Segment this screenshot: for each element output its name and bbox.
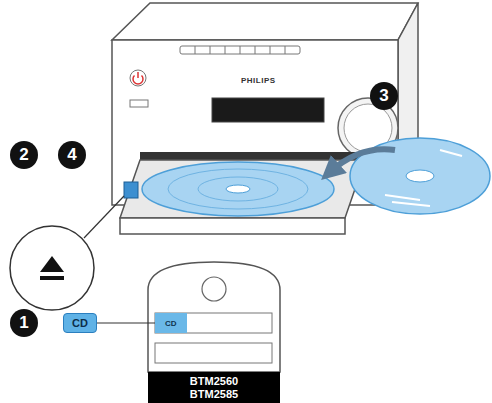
remote-body [148, 262, 280, 372]
insert-arrow [330, 149, 395, 172]
callout-number: 3 [370, 82, 398, 110]
eject-symbol-bar [40, 276, 64, 280]
loose-disc-hole [406, 170, 434, 182]
model-band: BTM2560BTM2585 [148, 372, 280, 403]
remote-round-button [202, 277, 226, 301]
power-icon-bar [137, 72, 139, 78]
cd-tag: CD [63, 313, 97, 333]
disc-tray [120, 160, 365, 218]
button-row [180, 46, 300, 54]
eject-button [124, 182, 138, 198]
power-button [130, 70, 146, 86]
disc-ring [198, 177, 278, 201]
brand-name: PHILIPS [241, 76, 276, 85]
node-text: CD [72, 317, 88, 329]
callout-number: 4 [58, 141, 86, 169]
display [212, 98, 324, 122]
callout-number: 1 [10, 309, 38, 337]
remote-button-bar [155, 313, 272, 333]
zoom-leader [84, 196, 124, 238]
callout-number: 2 [10, 141, 38, 169]
zoom-circle [10, 226, 94, 310]
unit-top [112, 3, 418, 40]
leader-line [97, 322, 155, 323]
remote-button-bar [155, 343, 272, 363]
node-text: BTM2560 [190, 375, 238, 388]
eject-symbol [40, 256, 64, 272]
disc-on-tray [142, 162, 334, 216]
disc-gloss [385, 150, 462, 206]
disc-ring [168, 169, 308, 209]
node-text: BTM2585 [190, 388, 238, 401]
usb-port [130, 100, 148, 107]
node-text: CD [165, 319, 177, 328]
disc-hole [226, 185, 250, 193]
remote-cd-button: CD [155, 313, 187, 333]
tray-front [120, 218, 345, 234]
